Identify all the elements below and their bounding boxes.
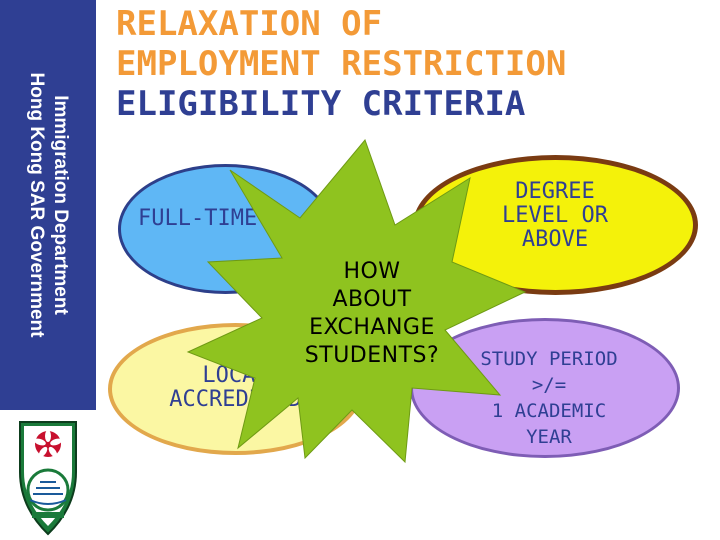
sidebar-banner: Immigration Department Hong Kong SAR Gov… — [0, 0, 96, 410]
period-label-line-1: STUDY PERIOD — [480, 348, 618, 370]
period-label-line-2: >/= — [531, 374, 567, 396]
degree-label: DEGREE LEVEL OR ABOVE — [430, 180, 680, 252]
callout-text: HOW ABOUT EXCHANGE STUDENTS? — [252, 258, 492, 370]
period-label-line-3: 1 ACADEMIC — [491, 400, 607, 422]
hong-kong-immigration-emblem-icon — [19, 421, 77, 536]
callout-line-3: EXCHANGE — [309, 315, 435, 340]
full-time-label: FULL-TIME — [138, 206, 258, 231]
period-label-line-4: YEAR — [526, 426, 572, 448]
starburst-shape — [186, 139, 527, 464]
page-title: RELAXATION OF EMPLOYMENT RESTRICTION ELI… — [116, 4, 566, 124]
study-period-label: STUDY PERIOD >/= 1 ACADEMIC YEAR — [438, 346, 660, 450]
callout-line-1: HOW — [343, 259, 401, 284]
title-line-3: ELIGIBILITY CRITERIA — [116, 84, 526, 124]
degree-label-line-2: LEVEL OR — [502, 203, 608, 228]
degree-label-line-3: ABOVE — [521, 227, 589, 252]
callout-line-4: STUDENTS? — [304, 343, 440, 368]
degree-label-line-1: DEGREE — [515, 179, 595, 204]
title-line-2: EMPLOYMENT RESTRICTION — [116, 44, 567, 84]
title-line-1: RELAXATION OF — [116, 4, 383, 44]
callout-line-2: ABOUT — [332, 287, 412, 312]
